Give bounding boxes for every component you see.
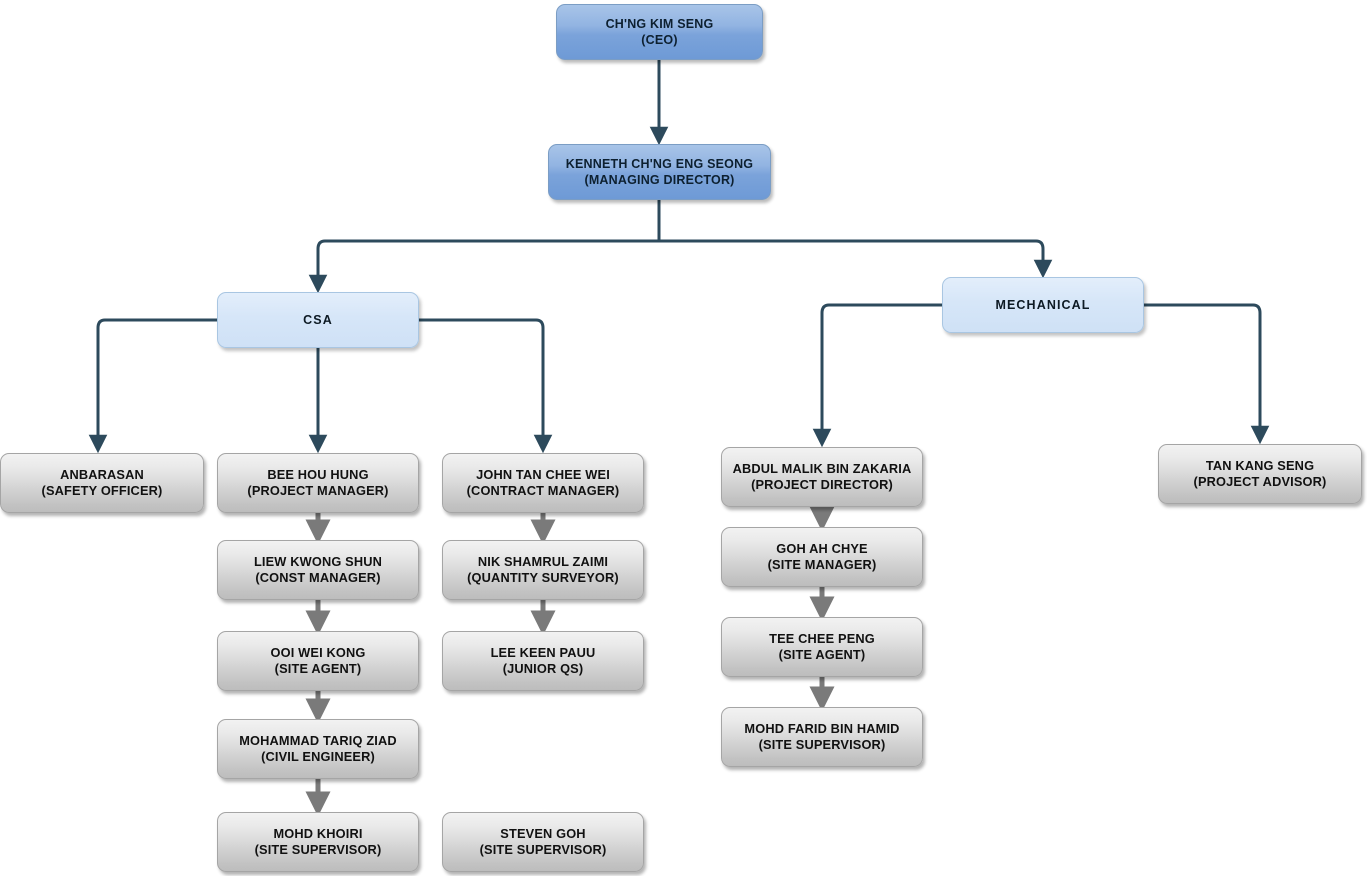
node-mohd-farid-bin-hamid-name: MOHD FARID BIN HAMID bbox=[744, 720, 900, 736]
node-john-tan-chee-wei-name: JOHN TAN CHEE WEI bbox=[476, 466, 610, 482]
node-mohd-khoiri-role: (SITE SUPERVISOR) bbox=[254, 842, 382, 857]
node-lee-keen-pauu-name: LEE KEEN PAUU bbox=[490, 644, 596, 660]
node-tan-kang-seng[interactable]: TAN KANG SENG (PROJECT ADVISOR) bbox=[1158, 444, 1362, 504]
node-abdul-malik-bin-zakaria-role: (PROJECT DIRECTOR) bbox=[751, 477, 893, 492]
node-goh-ah-chye[interactable]: GOH AH CHYE (SITE MANAGER) bbox=[721, 527, 923, 587]
node-managing-director[interactable]: KENNETH CH'NG ENG SEONG (MANAGING DIRECT… bbox=[548, 144, 771, 200]
node-managing-director-name: KENNETH CH'NG ENG SEONG bbox=[565, 157, 754, 171]
node-tee-chee-peng-name: TEE CHEE PENG bbox=[769, 630, 875, 646]
node-managing-director-role: (MANAGING DIRECTOR) bbox=[584, 173, 735, 187]
node-lee-keen-pauu-role: (JUNIOR QS) bbox=[502, 661, 584, 676]
node-goh-ah-chye-name: GOH AH CHYE bbox=[776, 540, 868, 556]
edge-md-to-mechanical bbox=[659, 239, 1053, 279]
edge-md-to-csa bbox=[308, 239, 659, 294]
node-bee-hou-hung[interactable]: BEE HOU HUNG (PROJECT MANAGER) bbox=[217, 453, 419, 513]
node-tan-kang-seng-name: TAN KANG SENG bbox=[1205, 457, 1315, 473]
node-nik-shamrul-zaimi-role: (QUANTITY SURVEYOR) bbox=[467, 570, 619, 585]
node-ooi-wei-kong[interactable]: OOI WEI KONG (SITE AGENT) bbox=[217, 631, 419, 691]
node-steven-goh-role: (SITE SUPERVISOR) bbox=[479, 842, 607, 857]
node-csa-name: CSA bbox=[303, 313, 333, 327]
node-nik-shamrul-zaimi-name: NIK SHAMRUL ZAIMI bbox=[477, 553, 609, 569]
edge-csa-to-john-tan-chee-wei bbox=[419, 318, 553, 454]
node-mechanical-name: MECHANICAL bbox=[995, 298, 1091, 312]
node-mechanical[interactable]: MECHANICAL bbox=[942, 277, 1144, 333]
node-ceo[interactable]: CH'NG KIM SENG (CEO) bbox=[556, 4, 763, 60]
node-anbarasan[interactable]: ANBARASAN (SAFETY OFFICER) bbox=[0, 453, 204, 513]
node-tan-kang-seng-role: (PROJECT ADVISOR) bbox=[1193, 474, 1327, 489]
node-csa[interactable]: CSA bbox=[217, 292, 419, 348]
node-abdul-malik-bin-zakaria[interactable]: ABDUL MALIK BIN ZAKARIA (PROJECT DIRECTO… bbox=[721, 447, 923, 507]
node-liew-kwong-shun-name: LIEW KWONG SHUN bbox=[253, 553, 383, 569]
node-abdul-malik-bin-zakaria-name: ABDUL MALIK BIN ZAKARIA bbox=[732, 460, 912, 476]
node-john-tan-chee-wei[interactable]: JOHN TAN CHEE WEI (CONTRACT MANAGER) bbox=[442, 453, 644, 513]
node-liew-kwong-shun-role: (CONST MANAGER) bbox=[255, 570, 381, 585]
edge-mechanical-to-tan-kang-seng bbox=[1144, 303, 1270, 445]
edge-csa-to-anbarasan bbox=[88, 318, 217, 454]
node-mohammad-tariq-ziad-name: MOHAMMAD TARIQ ZIAD bbox=[239, 732, 397, 748]
node-mohammad-tariq-ziad[interactable]: MOHAMMAD TARIQ ZIAD (CIVIL ENGINEER) bbox=[217, 719, 419, 779]
edge-mechanical-to-abdul-malik bbox=[812, 303, 942, 448]
node-ceo-role: (CEO) bbox=[641, 33, 678, 47]
node-ooi-wei-kong-role: (SITE AGENT) bbox=[274, 661, 362, 676]
node-tee-chee-peng-role: (SITE AGENT) bbox=[778, 647, 866, 662]
node-mohd-khoiri[interactable]: MOHD KHOIRI (SITE SUPERVISOR) bbox=[217, 812, 419, 872]
node-steven-goh[interactable]: STEVEN GOH (SITE SUPERVISOR) bbox=[442, 812, 644, 872]
node-ceo-name: CH'NG KIM SENG bbox=[605, 17, 714, 31]
node-lee-keen-pauu[interactable]: LEE KEEN PAUU (JUNIOR QS) bbox=[442, 631, 644, 691]
node-steven-goh-name: STEVEN GOH bbox=[500, 825, 586, 841]
node-tee-chee-peng[interactable]: TEE CHEE PENG (SITE AGENT) bbox=[721, 617, 923, 677]
node-anbarasan-name: ANBARASAN bbox=[60, 466, 144, 482]
node-john-tan-chee-wei-role: (CONTRACT MANAGER) bbox=[466, 483, 620, 498]
node-nik-shamrul-zaimi[interactable]: NIK SHAMRUL ZAIMI (QUANTITY SURVEYOR) bbox=[442, 540, 644, 600]
node-mohammad-tariq-ziad-role: (CIVIL ENGINEER) bbox=[261, 749, 375, 764]
node-mohd-farid-bin-hamid-role: (SITE SUPERVISOR) bbox=[758, 737, 886, 752]
node-anbarasan-role: (SAFETY OFFICER) bbox=[41, 483, 163, 498]
node-mohd-farid-bin-hamid[interactable]: MOHD FARID BIN HAMID (SITE SUPERVISOR) bbox=[721, 707, 923, 767]
node-bee-hou-hung-name: BEE HOU HUNG bbox=[267, 466, 369, 482]
node-liew-kwong-shun[interactable]: LIEW KWONG SHUN (CONST MANAGER) bbox=[217, 540, 419, 600]
node-goh-ah-chye-role: (SITE MANAGER) bbox=[767, 557, 877, 572]
node-bee-hou-hung-role: (PROJECT MANAGER) bbox=[247, 483, 389, 498]
node-ooi-wei-kong-name: OOI WEI KONG bbox=[270, 644, 366, 660]
node-mohd-khoiri-name: MOHD KHOIRI bbox=[273, 825, 363, 841]
